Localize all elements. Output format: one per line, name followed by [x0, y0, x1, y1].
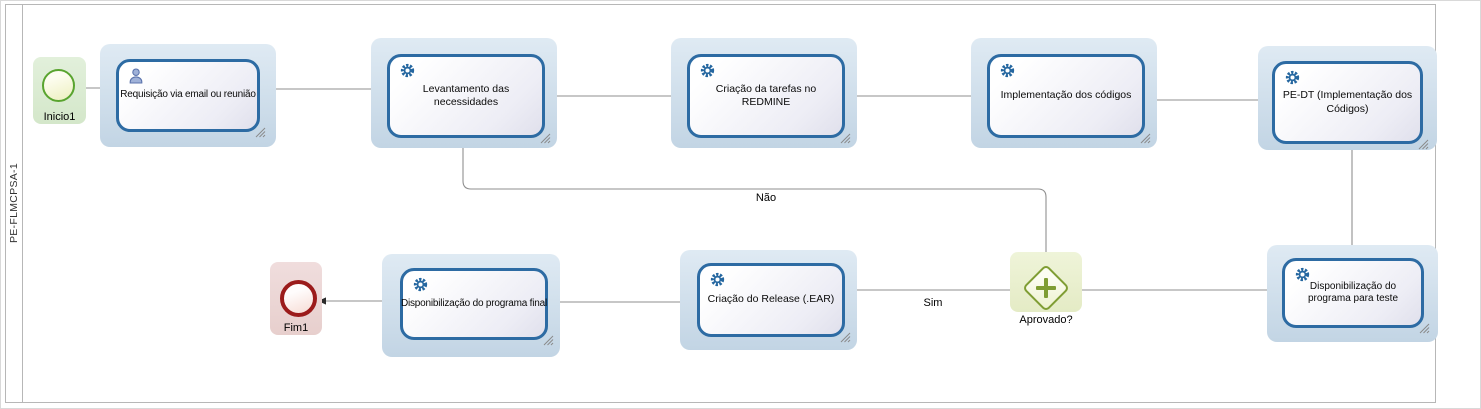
flow-gateway-nao-to-task2[interactable]: [462, 148, 1047, 264]
resize-handle[interactable]: [540, 332, 554, 346]
gear-icon: [708, 271, 726, 289]
gateway-label: Aprovado?: [1019, 314, 1073, 326]
task-label: PE-DT (Implementação dos Códigos): [1282, 89, 1413, 115]
task-disponibilizacao-teste[interactable]: Disponibilização do programa para teste: [1267, 245, 1438, 342]
task-label: Levantamento das necessidades: [422, 82, 510, 108]
task-requisicao[interactable]: Requisição via email ou reunião: [100, 44, 276, 147]
end-event-label: Fim1: [283, 322, 309, 334]
task-levantamento[interactable]: Levantamento das necessidades: [371, 38, 557, 148]
flow-label-nao: Não: [755, 192, 777, 204]
start-event[interactable]: Inicio1: [33, 57, 86, 124]
task-label: Requisição via email ou reunião: [120, 89, 256, 101]
flow-label-sim: Sim: [923, 297, 943, 309]
task-label: Disponibilização do programa para teste: [1307, 280, 1399, 305]
task-criacao-release[interactable]: Criação do Release (.EAR): [680, 250, 857, 350]
start-event-circle[interactable]: [42, 69, 75, 102]
gateway-aprovado[interactable]: [1010, 252, 1082, 313]
gear-icon: [1293, 266, 1311, 284]
task-label: Criação da tarefas no REDMINE: [715, 82, 817, 108]
end-event[interactable]: Fim1: [270, 262, 322, 335]
resize-handle[interactable]: [1137, 130, 1151, 144]
resize-handle[interactable]: [537, 130, 551, 144]
resize-handle[interactable]: [1416, 320, 1430, 334]
user-icon: [127, 67, 145, 85]
task-label: Criação do Release (.EAR): [707, 293, 835, 306]
gear-icon: [698, 62, 716, 80]
task-criacao-redmine[interactable]: Criação da tarefas no REDMINE: [671, 38, 857, 148]
task-label: Implementação dos códigos: [1000, 89, 1132, 102]
gear-icon: [998, 62, 1016, 80]
arrowhead: [318, 297, 326, 305]
task-implementacao[interactable]: Implementação dos códigos: [971, 38, 1157, 148]
resize-handle[interactable]: [837, 130, 851, 144]
task-pe-dt[interactable]: PE-DT (Implementação dos Códigos): [1258, 46, 1437, 150]
lane-header[interactable]: PE-FLMCPSA-1: [6, 5, 23, 402]
start-event-label: Inicio1: [43, 111, 76, 123]
plus-icon: [1043, 278, 1049, 298]
gear-icon: [1283, 69, 1301, 87]
gear-icon: [398, 62, 416, 80]
resize-handle[interactable]: [837, 329, 851, 343]
task-label: Disponibilização do programa final: [400, 297, 548, 309]
end-event-circle[interactable]: [280, 280, 317, 317]
task-disponibilizacao-final[interactable]: Disponibilização do programa final: [382, 254, 560, 357]
resize-handle[interactable]: [252, 124, 266, 138]
resize-handle[interactable]: [1415, 136, 1429, 150]
gear-icon: [411, 276, 429, 294]
